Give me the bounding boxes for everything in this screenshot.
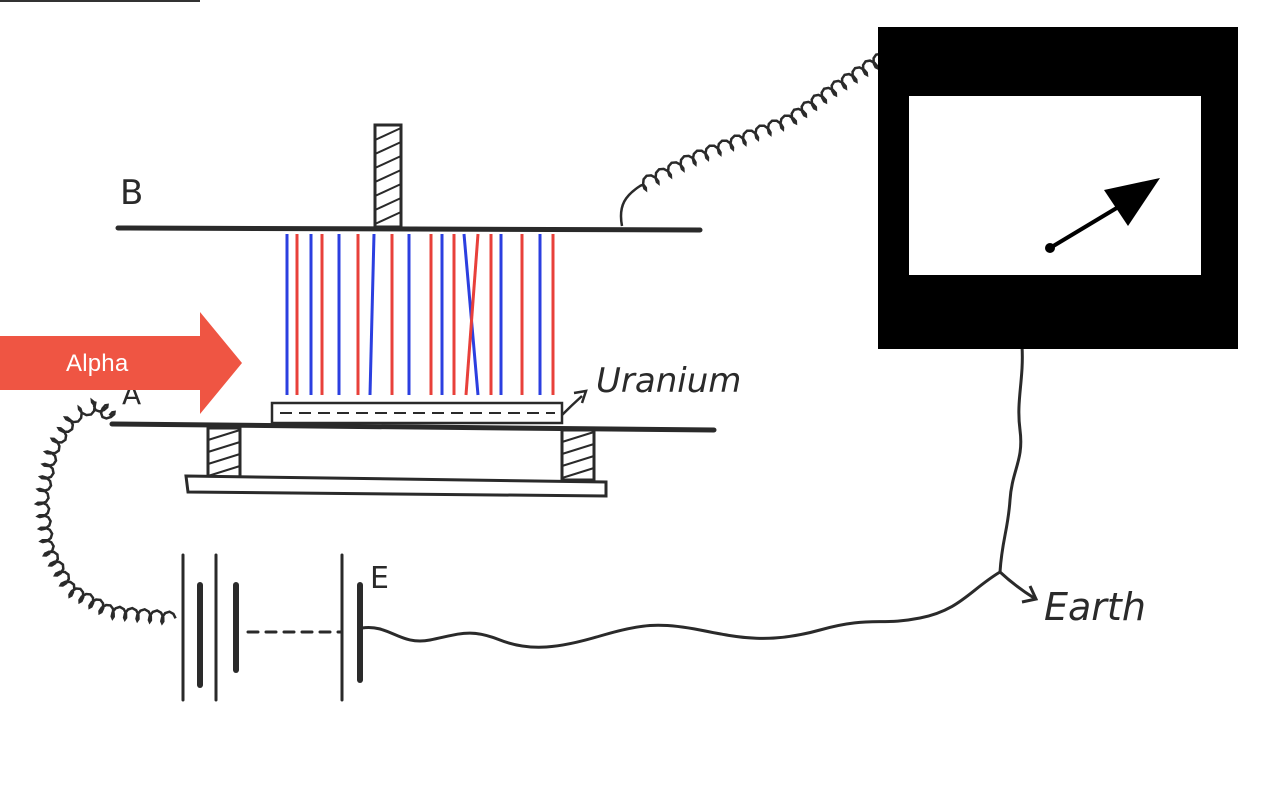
electrometer-window [909, 96, 1201, 275]
coiled-wire-right [619, 52, 886, 227]
battery [181, 553, 363, 702]
insulator-right [560, 428, 596, 482]
electrometer-needle-icon [1045, 178, 1160, 253]
alpha-label: Alpha [66, 350, 129, 377]
battery-e-label: E [370, 561, 389, 596]
insulator-left [206, 426, 242, 480]
ion-trails [285, 233, 555, 396]
ion-trail-line [464, 233, 480, 396]
support-rod [373, 123, 403, 229]
right-arrow-icon [0, 312, 242, 414]
earth-arrow [998, 570, 1039, 604]
uranium-pointer-arrow [561, 389, 588, 416]
uranium-label: Uranium [596, 361, 741, 401]
base-board [184, 474, 608, 498]
electrometer [878, 27, 1238, 349]
uranium-layer [270, 401, 564, 425]
wire-meter-to-junction [998, 345, 1024, 573]
earth-label: Earth [1044, 585, 1146, 629]
plate-a [109, 421, 717, 433]
coiled-wire-left [33, 397, 177, 626]
plate-b-label: B [120, 173, 143, 213]
ion-trail-line [368, 233, 376, 396]
wire-to-earth [361, 570, 1001, 649]
plate-b [115, 225, 703, 233]
